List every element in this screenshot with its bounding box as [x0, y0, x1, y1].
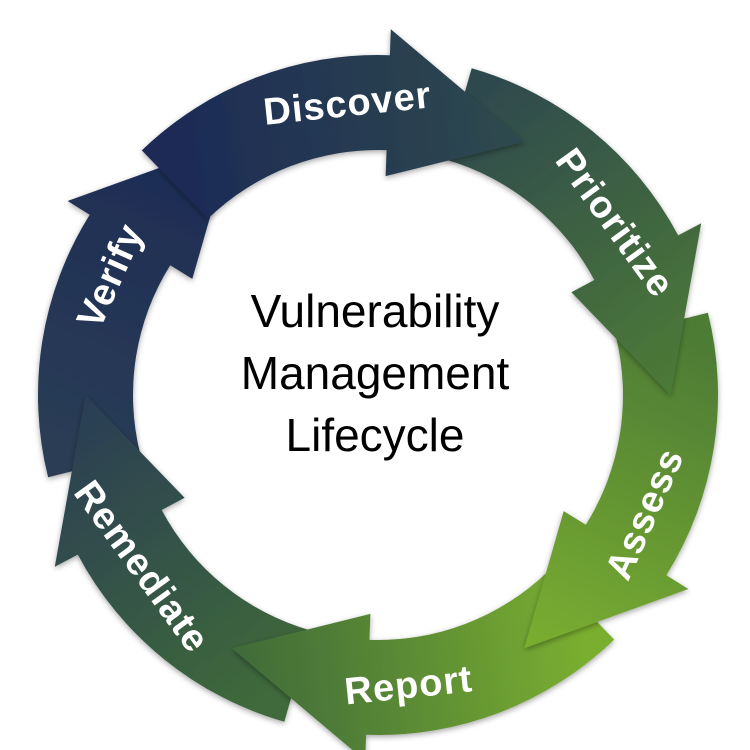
arrow-assess	[524, 312, 719, 649]
title-line-1: Vulnerability	[250, 285, 500, 337]
diagram-title: Vulnerability Management Lifecycle	[175, 280, 575, 466]
arrow-verify	[37, 141, 232, 478]
arrow-discover	[141, 29, 525, 219]
title-line-2: Management	[240, 347, 510, 399]
arrow-remediate	[54, 395, 311, 722]
arrow-segments	[37, 29, 719, 750]
title-line-3: Lifecycle	[285, 409, 465, 461]
arrow-report	[231, 571, 615, 750]
arrow-prioritize	[445, 68, 702, 395]
